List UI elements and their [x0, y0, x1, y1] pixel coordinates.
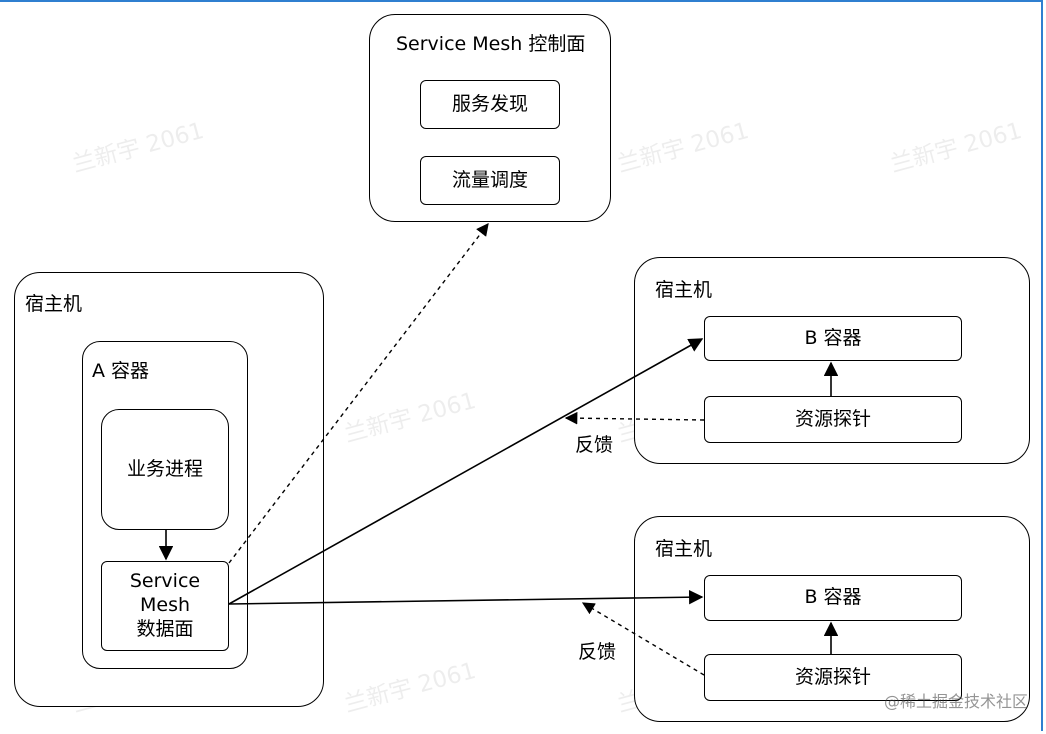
service-discovery-node: 服务发现 [420, 80, 560, 129]
resource-probe-node-bottom: 资源探针 [704, 654, 962, 701]
data-plane-line: Service [129, 570, 201, 593]
host-bottom-right-title: 宿主机 [655, 538, 713, 560]
resource-probe-node-top: 资源探针 [704, 396, 962, 443]
data-plane-line: 数据面 [136, 617, 194, 640]
traffic-scheduling-node: 流量调度 [420, 156, 560, 205]
data-plane-line: Mesh [139, 594, 191, 617]
container-b-node-bottom: B 容器 [704, 575, 962, 621]
container-b-node-top: B 容器 [704, 316, 962, 361]
feedback-label-top: 反馈 [575, 434, 614, 456]
container-a-title: A 容器 [92, 360, 150, 382]
business-process-node: 业务进程 [101, 409, 229, 530]
host-left-title: 宿主机 [25, 293, 83, 315]
feedback-label-bottom: 反馈 [578, 641, 617, 663]
control-plane-title: Service Mesh 控制面 [396, 33, 586, 55]
host-top-right-title: 宿主机 [655, 279, 713, 301]
brand-watermark: @稀土掘金技术社区 [883, 692, 1028, 711]
data-plane-node: Service Mesh 数据面 [101, 561, 229, 651]
